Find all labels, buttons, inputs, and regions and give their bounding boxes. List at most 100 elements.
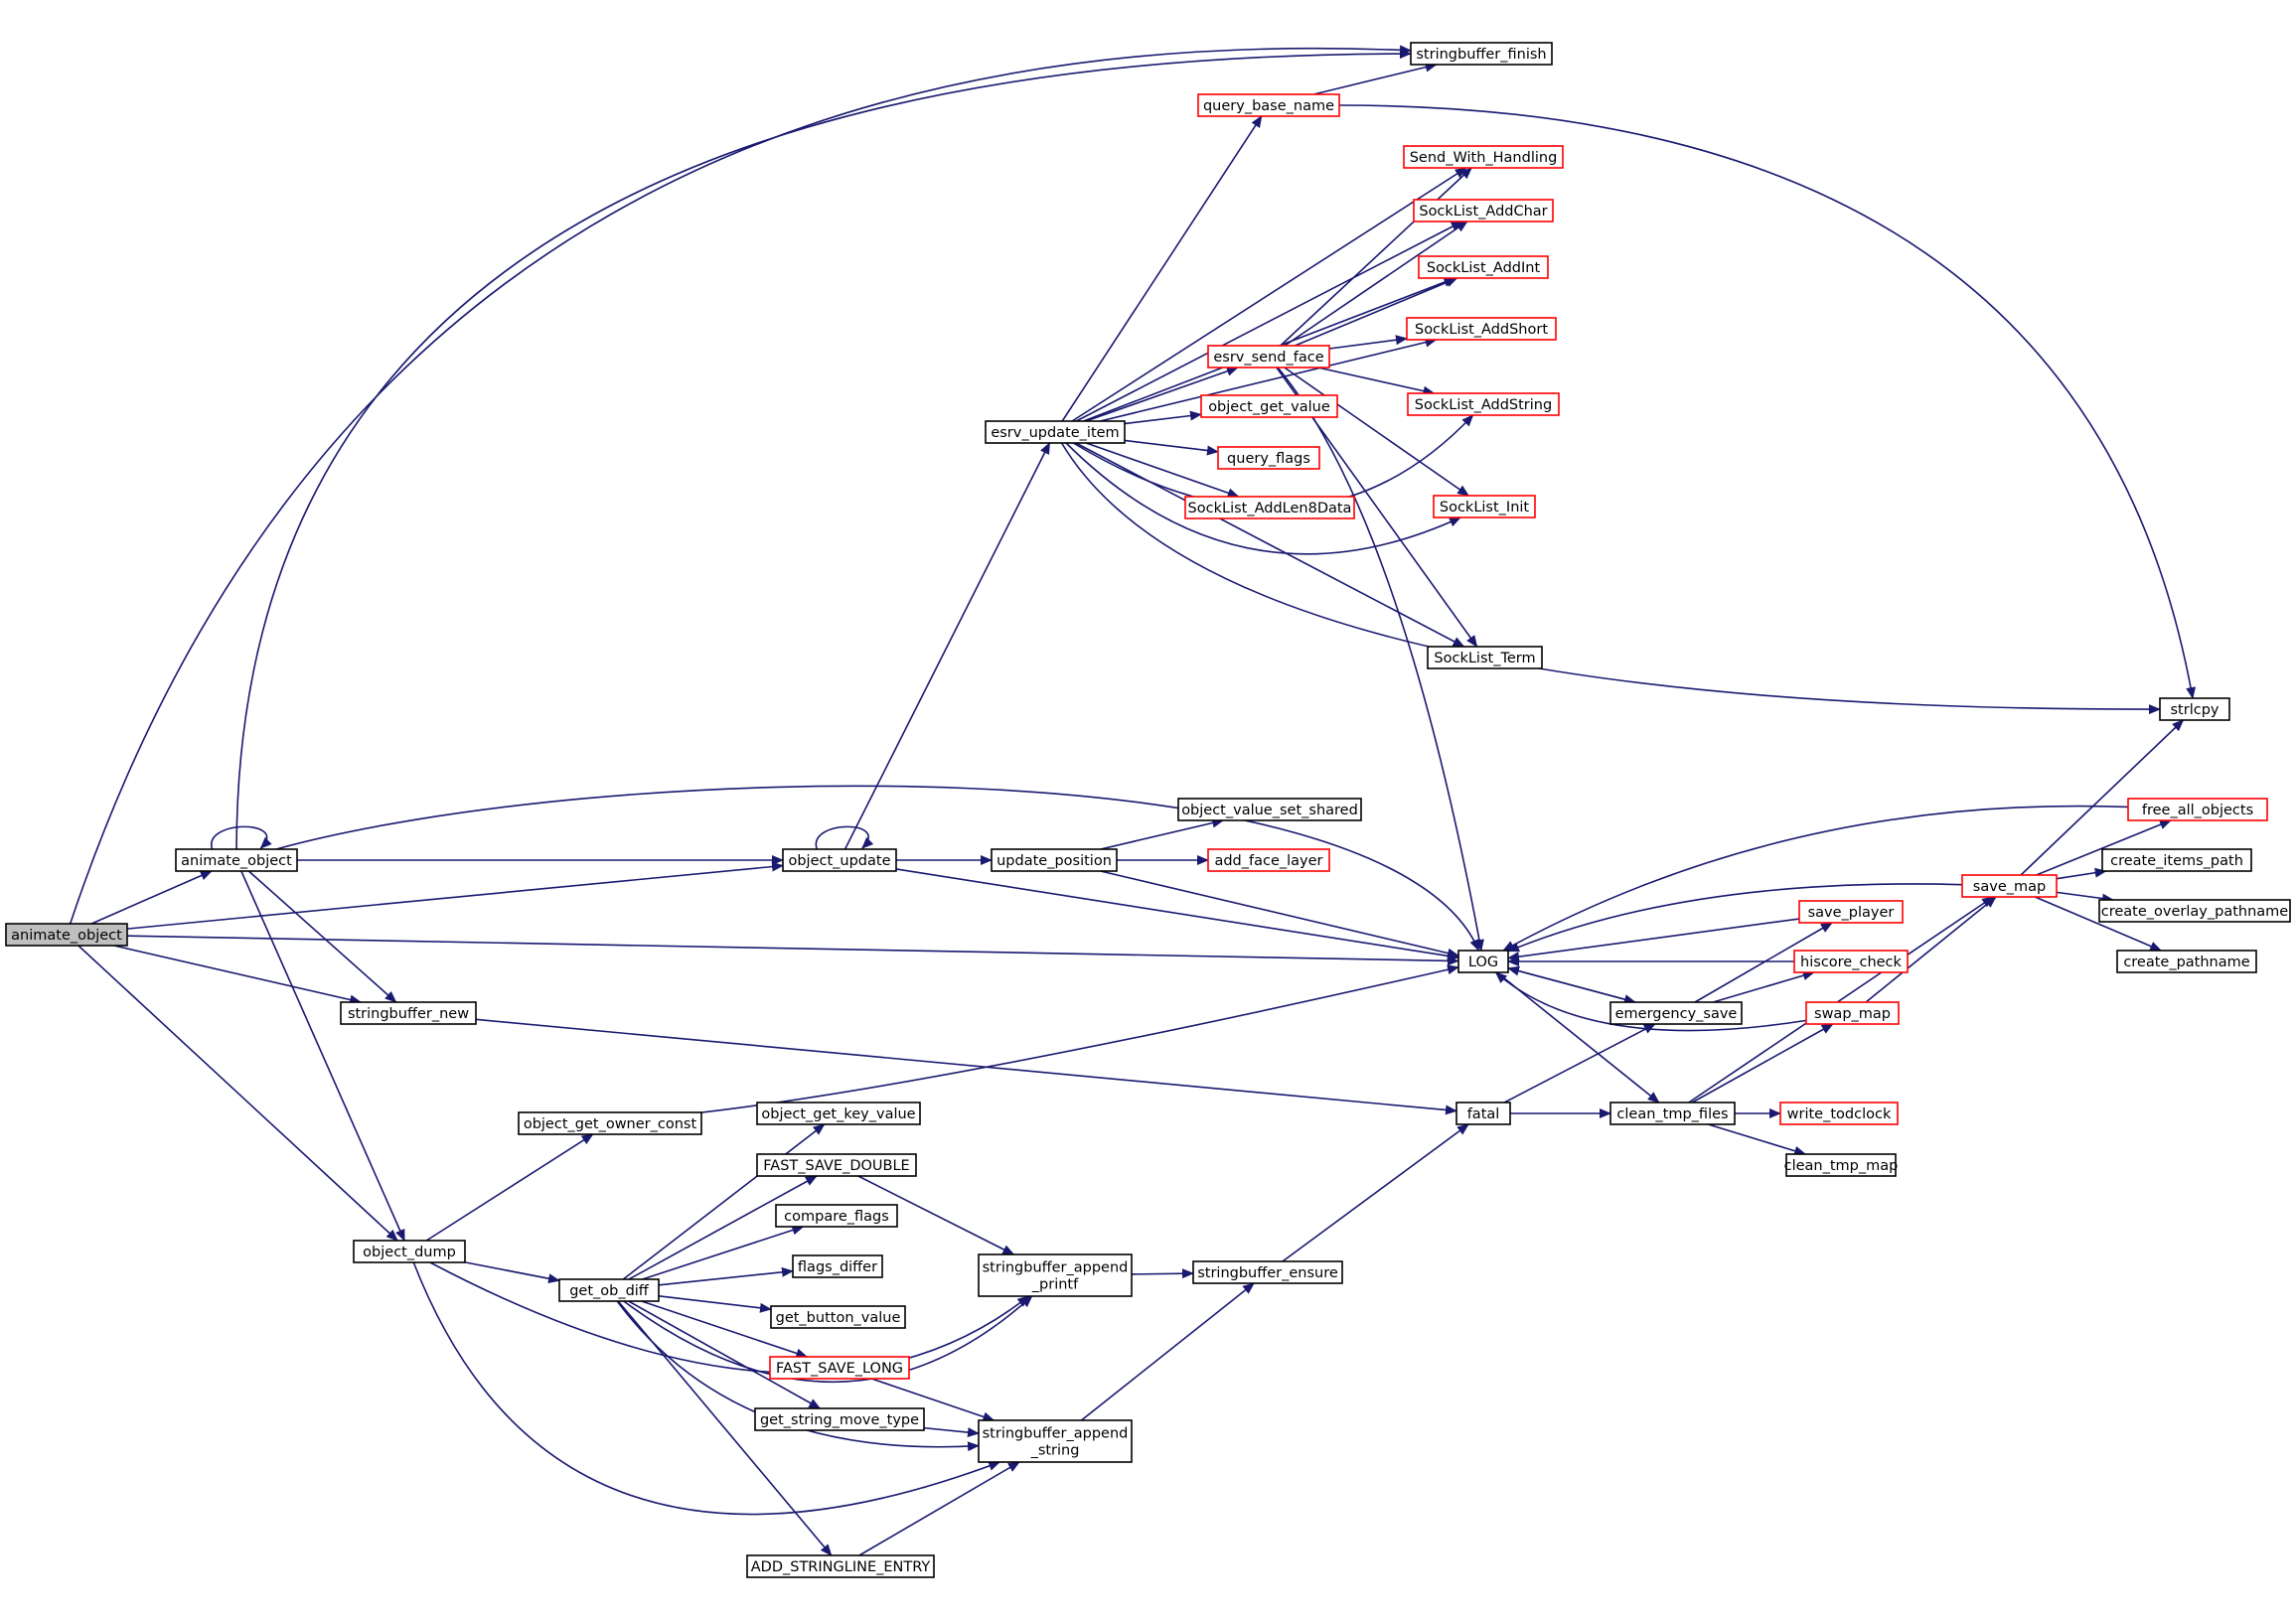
edge-object_update-to-esrv_update_item — [843, 442, 1051, 850]
node-update-position[interactable]: update_position — [991, 848, 1118, 872]
edge-line — [1100, 817, 1225, 850]
node-flags-differ[interactable]: flags_differ — [792, 1254, 883, 1278]
node-box — [769, 1356, 910, 1380]
node-object-get-owner-const[interactable]: object_get_owner_const — [518, 1111, 702, 1135]
node-query-base-name[interactable]: query_base_name — [1197, 93, 1340, 117]
node-add-face-layer[interactable]: add_face_layer — [1207, 848, 1330, 872]
edge-save_map-to-log — [1507, 883, 1963, 953]
node-box — [1406, 317, 1557, 341]
node-save-player[interactable]: save_player — [1798, 900, 1904, 924]
node-create-pathname[interactable]: create_pathname — [2116, 950, 2257, 973]
node-create-items-path[interactable]: create_items_path — [2101, 848, 2252, 872]
node-clean-tmp-files[interactable]: clean_tmp_files — [1609, 1102, 1736, 1125]
edge-save_map-to-strlcpy — [2020, 719, 2185, 876]
node-object-get-value[interactable]: object_get_value — [1200, 394, 1338, 418]
node-get-ob-diff[interactable]: get_ob_diff — [558, 1278, 660, 1302]
node-socklist-addchar[interactable]: SockList_AddChar — [1413, 199, 1554, 222]
node-fatal[interactable]: fatal — [1455, 1102, 1511, 1125]
edge-animate_object-to-object_dump — [240, 870, 405, 1242]
edge-line — [658, 1266, 794, 1286]
node-strlcpy[interactable]: strlcpy — [2159, 697, 2230, 721]
node-box — [746, 1554, 935, 1578]
edge-line — [1100, 870, 1459, 958]
node-stringbuffer-new[interactable]: stringbuffer_new — [340, 1001, 477, 1025]
edge-line — [1284, 367, 1470, 497]
edge-line — [1328, 335, 1408, 350]
edge-line — [1502, 805, 2129, 952]
edge-line — [895, 868, 1459, 961]
node-get-button-value[interactable]: get_button_value — [770, 1305, 906, 1329]
edge-line — [658, 1295, 772, 1313]
node-animate-object[interactable]: animate_object — [175, 848, 298, 872]
node-label: query_flags — [1227, 451, 1310, 467]
node-socklist-addint[interactable]: SockList_AddInt — [1418, 255, 1549, 279]
node-stringbuffer-ensure[interactable]: stringbuffer_ensure — [1192, 1260, 1343, 1284]
edge-line — [1295, 277, 1458, 347]
node-socklist-addstring[interactable]: SockList_AddString — [1407, 392, 1560, 416]
edge-line — [1688, 896, 1995, 1104]
node-box — [353, 1240, 466, 1263]
edge-line — [275, 785, 1480, 952]
node-hiscore-check[interactable]: hiscore_check — [1793, 950, 1909, 973]
node-get-string-move-type[interactable]: get_string_move_type — [754, 1407, 925, 1431]
edge-esrv_update_item-to-esrv_send_face — [1085, 366, 1239, 422]
edge-line — [1317, 367, 1436, 396]
edge-line — [857, 1175, 1015, 1255]
node-label: compare_flags — [784, 1209, 889, 1225]
node-socklist-term[interactable]: SockList_Term — [1427, 646, 1543, 669]
node-create-overlay-pathname[interactable]: create_overlay_pathname — [2098, 899, 2291, 923]
node-root[interactable]: animate_object — [5, 923, 128, 947]
node-fast-save-long[interactable]: FAST_SAVE_LONG — [769, 1356, 910, 1380]
node-log[interactable]: LOG — [1457, 950, 1509, 973]
node-object-value-set-shared[interactable]: object_value_set_shared — [1177, 798, 1362, 821]
node-label: update_position — [996, 853, 1112, 869]
edge-emergency_save-to-save_player — [1694, 922, 1833, 1003]
edge-object_update-to-object_update — [815, 825, 874, 850]
edge-get_ob_diff-to-compare_flags — [642, 1225, 805, 1280]
edge-update_position-to-log — [1100, 870, 1459, 958]
node-stringbuffer-append-printf[interactable]: stringbuffer_append_printf — [978, 1253, 1133, 1297]
node-swap-map[interactable]: swap_map — [1805, 1001, 1900, 1025]
node-box — [1433, 495, 1536, 518]
node-add-stringline-entry[interactable]: ADD_STRINGLINE_ENTRY — [746, 1554, 935, 1578]
edge-line — [1060, 442, 2161, 715]
node-esrv-send-face[interactable]: esrv_send_face — [1207, 345, 1330, 368]
node-label: query_base_name — [1203, 98, 1334, 114]
node-object-update[interactable]: object_update — [782, 848, 897, 872]
node-label: SockList_AddShort — [1415, 322, 1548, 338]
node-esrv-update-item[interactable]: esrv_update_item — [985, 420, 1126, 444]
node-label: write_todclock — [1787, 1106, 1892, 1122]
edge-clean_tmp_files-to-clean_tmp_map — [1708, 1123, 1807, 1156]
edge-object_dump-to-get_ob_diff — [464, 1261, 560, 1284]
node-box — [756, 1153, 917, 1177]
edge-get_ob_diff-to-add_stringline_entry — [617, 1300, 833, 1556]
node-clean-tmp-map[interactable]: clean_tmp_map — [1784, 1153, 1899, 1177]
edge-line — [617, 1300, 833, 1556]
node-query-flags[interactable]: query_flags — [1217, 446, 1320, 470]
edge-stringbuffer_append_string-to-stringbuffer_ensure — [1080, 1282, 1255, 1421]
node-label: create_pathname — [2123, 955, 2249, 970]
node-write-todclock[interactable]: write_todclock — [1779, 1102, 1899, 1125]
node-stringbuffer-append-string[interactable]: stringbuffer_append_string — [978, 1419, 1133, 1463]
edge-get_ob_diff-to-fast_save_long — [641, 1300, 809, 1359]
edge-line — [1085, 442, 1240, 499]
node-socklist-addlen8data[interactable]: SockList_AddLen8Data — [1184, 496, 1355, 519]
node-fast-save-double[interactable]: FAST_SAVE_DOUBLE — [756, 1153, 917, 1177]
edge-get_ob_diff-to-get_button_value — [658, 1295, 772, 1313]
node-object-get-key-value[interactable]: object_get_key_value — [756, 1102, 921, 1125]
node-free-all-objects[interactable]: free_all_objects — [2127, 798, 2268, 821]
node-socklist-addshort[interactable]: SockList_AddShort — [1406, 317, 1557, 341]
node-socklist-init[interactable]: SockList_Init — [1433, 495, 1536, 518]
edge-clean_tmp_files-to-swap_map — [1691, 1023, 1834, 1104]
node-save-map[interactable]: save_map — [1961, 874, 2058, 898]
node-label: SockList_Term — [1434, 651, 1535, 666]
node-stringbuffer-finish[interactable]: stringbuffer_finish — [1410, 42, 1553, 66]
node-object-dump[interactable]: object_dump — [353, 1240, 466, 1263]
edge-line — [464, 1261, 560, 1284]
node-label: _printf — [1031, 1277, 1079, 1293]
node-send-with-handling[interactable]: Send_With_Handling — [1403, 145, 1564, 169]
node-compare-flags[interactable]: compare_flags — [775, 1204, 898, 1228]
edge-stringbuffer_append_printf-to-stringbuffer_ensure — [1131, 1268, 1194, 1279]
node-emergency-save[interactable]: emergency_save — [1609, 1001, 1743, 1025]
